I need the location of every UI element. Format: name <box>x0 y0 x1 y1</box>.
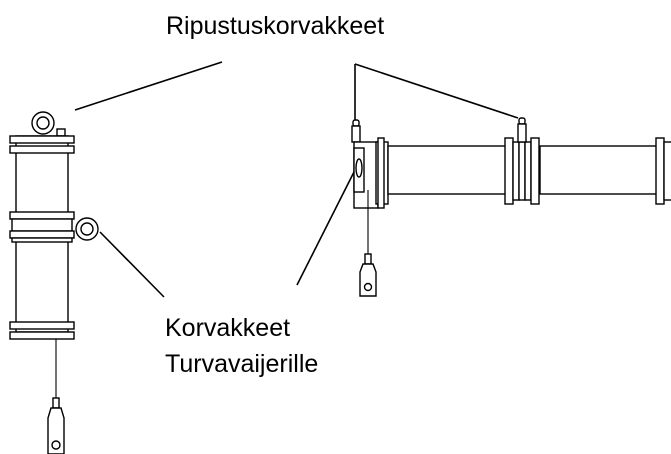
label-hanging-lugs: Ripustuskorvakkeet <box>166 12 385 40</box>
leader-line-top-to-horizontal-mid-lug <box>354 63 519 119</box>
vertical-unit <box>9 111 99 454</box>
leader-line-bottom-to-horizontal-bracket <box>296 169 356 286</box>
horizontal-cable-sleeve <box>364 253 372 265</box>
vertical-middle-flanges <box>9 211 75 243</box>
vertical-side-ring <box>75 217 99 241</box>
horizontal-end-cap-flange <box>377 137 385 209</box>
vertical-top-flanges <box>9 135 75 154</box>
horizontal-middle-coupling <box>504 137 540 205</box>
leader-line-bottom-to-vertical-ring <box>99 231 165 298</box>
horizontal-unit <box>351 117 671 297</box>
horizontal-right-coupling <box>655 137 671 205</box>
horizontal-middle-lug <box>517 117 527 143</box>
label-safety-line-lugs-line1: Korvakkeet <box>165 314 291 342</box>
horizontal-connector <box>359 263 377 297</box>
vertical-connector <box>47 407 65 454</box>
leader-line-top-to-vertical-unit <box>74 61 223 111</box>
horizontal-tube-section-1 <box>387 145 513 195</box>
leader-lines <box>74 61 519 298</box>
horizontal-bracket-slot <box>355 158 363 178</box>
horizontal-tube-section-2 <box>539 145 659 195</box>
horizontal-connector-hole <box>363 282 373 292</box>
vertical-top-knob <box>56 128 66 137</box>
horizontal-left-lug <box>351 119 361 143</box>
vertical-bottom-flanges <box>9 321 75 340</box>
vertical-body-lower <box>15 235 69 333</box>
label-safety-line-lugs-line2: Turvavaijerille <box>165 350 319 378</box>
vertical-cable-sleeve <box>52 397 60 409</box>
vertical-connector-hole <box>51 440 61 450</box>
vertical-top-ring <box>31 111 55 135</box>
